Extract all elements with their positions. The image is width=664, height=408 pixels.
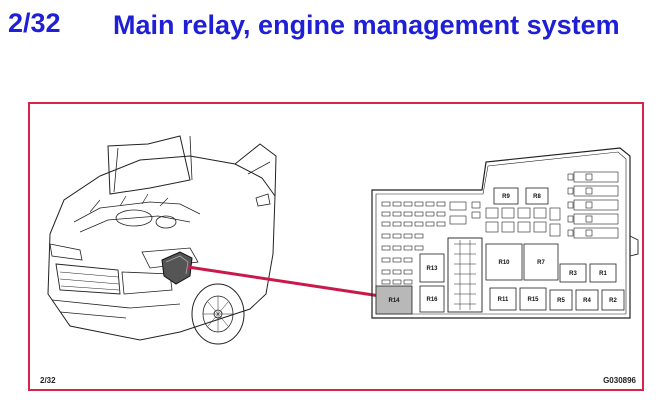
car-illustration: [47, 135, 277, 345]
relay-r15-label: R15: [527, 297, 539, 303]
relay-r4-label: R4: [583, 298, 591, 304]
relay-r9-label: R9: [502, 194, 510, 200]
relay-r16-label: R16: [426, 297, 438, 303]
relay-r10-box: [485, 243, 523, 281]
relay-r7-label: R7: [537, 260, 545, 266]
relay-r1-label: R1: [599, 271, 607, 277]
relay-r14-box: [375, 285, 413, 315]
relay-r8-box: [525, 187, 549, 205]
relay-r1-box: [589, 263, 617, 283]
relay-r4-box: [575, 289, 599, 311]
relay-r3-box: [559, 263, 587, 283]
figure-page-ref: 2/32: [40, 376, 56, 385]
section-number: 2/32: [8, 8, 61, 38]
relay-r14-label: R14: [388, 298, 400, 304]
figure-image-code: G030896: [603, 376, 636, 385]
relay-r15-box: [519, 287, 547, 311]
fusebox: [371, 147, 639, 319]
illustration-frame: R9 R8 R10 R7 R13 R16 R14 R11 R15 R3 R1 R…: [28, 102, 644, 391]
relay-r16-box: [419, 285, 445, 313]
relay-r10-label: R10: [498, 260, 510, 266]
relay-r5-label: R5: [557, 298, 565, 304]
relay-r3-label: R3: [569, 271, 577, 277]
page-title: Main relay, engine management system: [113, 10, 620, 40]
relay-r2-box: [601, 289, 625, 311]
fusebox-diagram: R9 R8 R10 R7 R13 R16 R14 R11 R15 R3 R1 R…: [47, 135, 639, 345]
relay-r8-label: R8: [533, 194, 541, 200]
relay-r11-box: [489, 287, 517, 311]
relay-r7-box: [523, 243, 559, 281]
relay-r11-label: R11: [498, 297, 509, 303]
relay-r9-box: [493, 187, 519, 205]
relay-r13-label: R13: [426, 266, 438, 272]
relay-r5-box: [549, 289, 573, 311]
pointer-line: [187, 265, 381, 298]
relay-r2-label: R2: [609, 298, 617, 304]
relay-r13-box: [419, 253, 445, 283]
